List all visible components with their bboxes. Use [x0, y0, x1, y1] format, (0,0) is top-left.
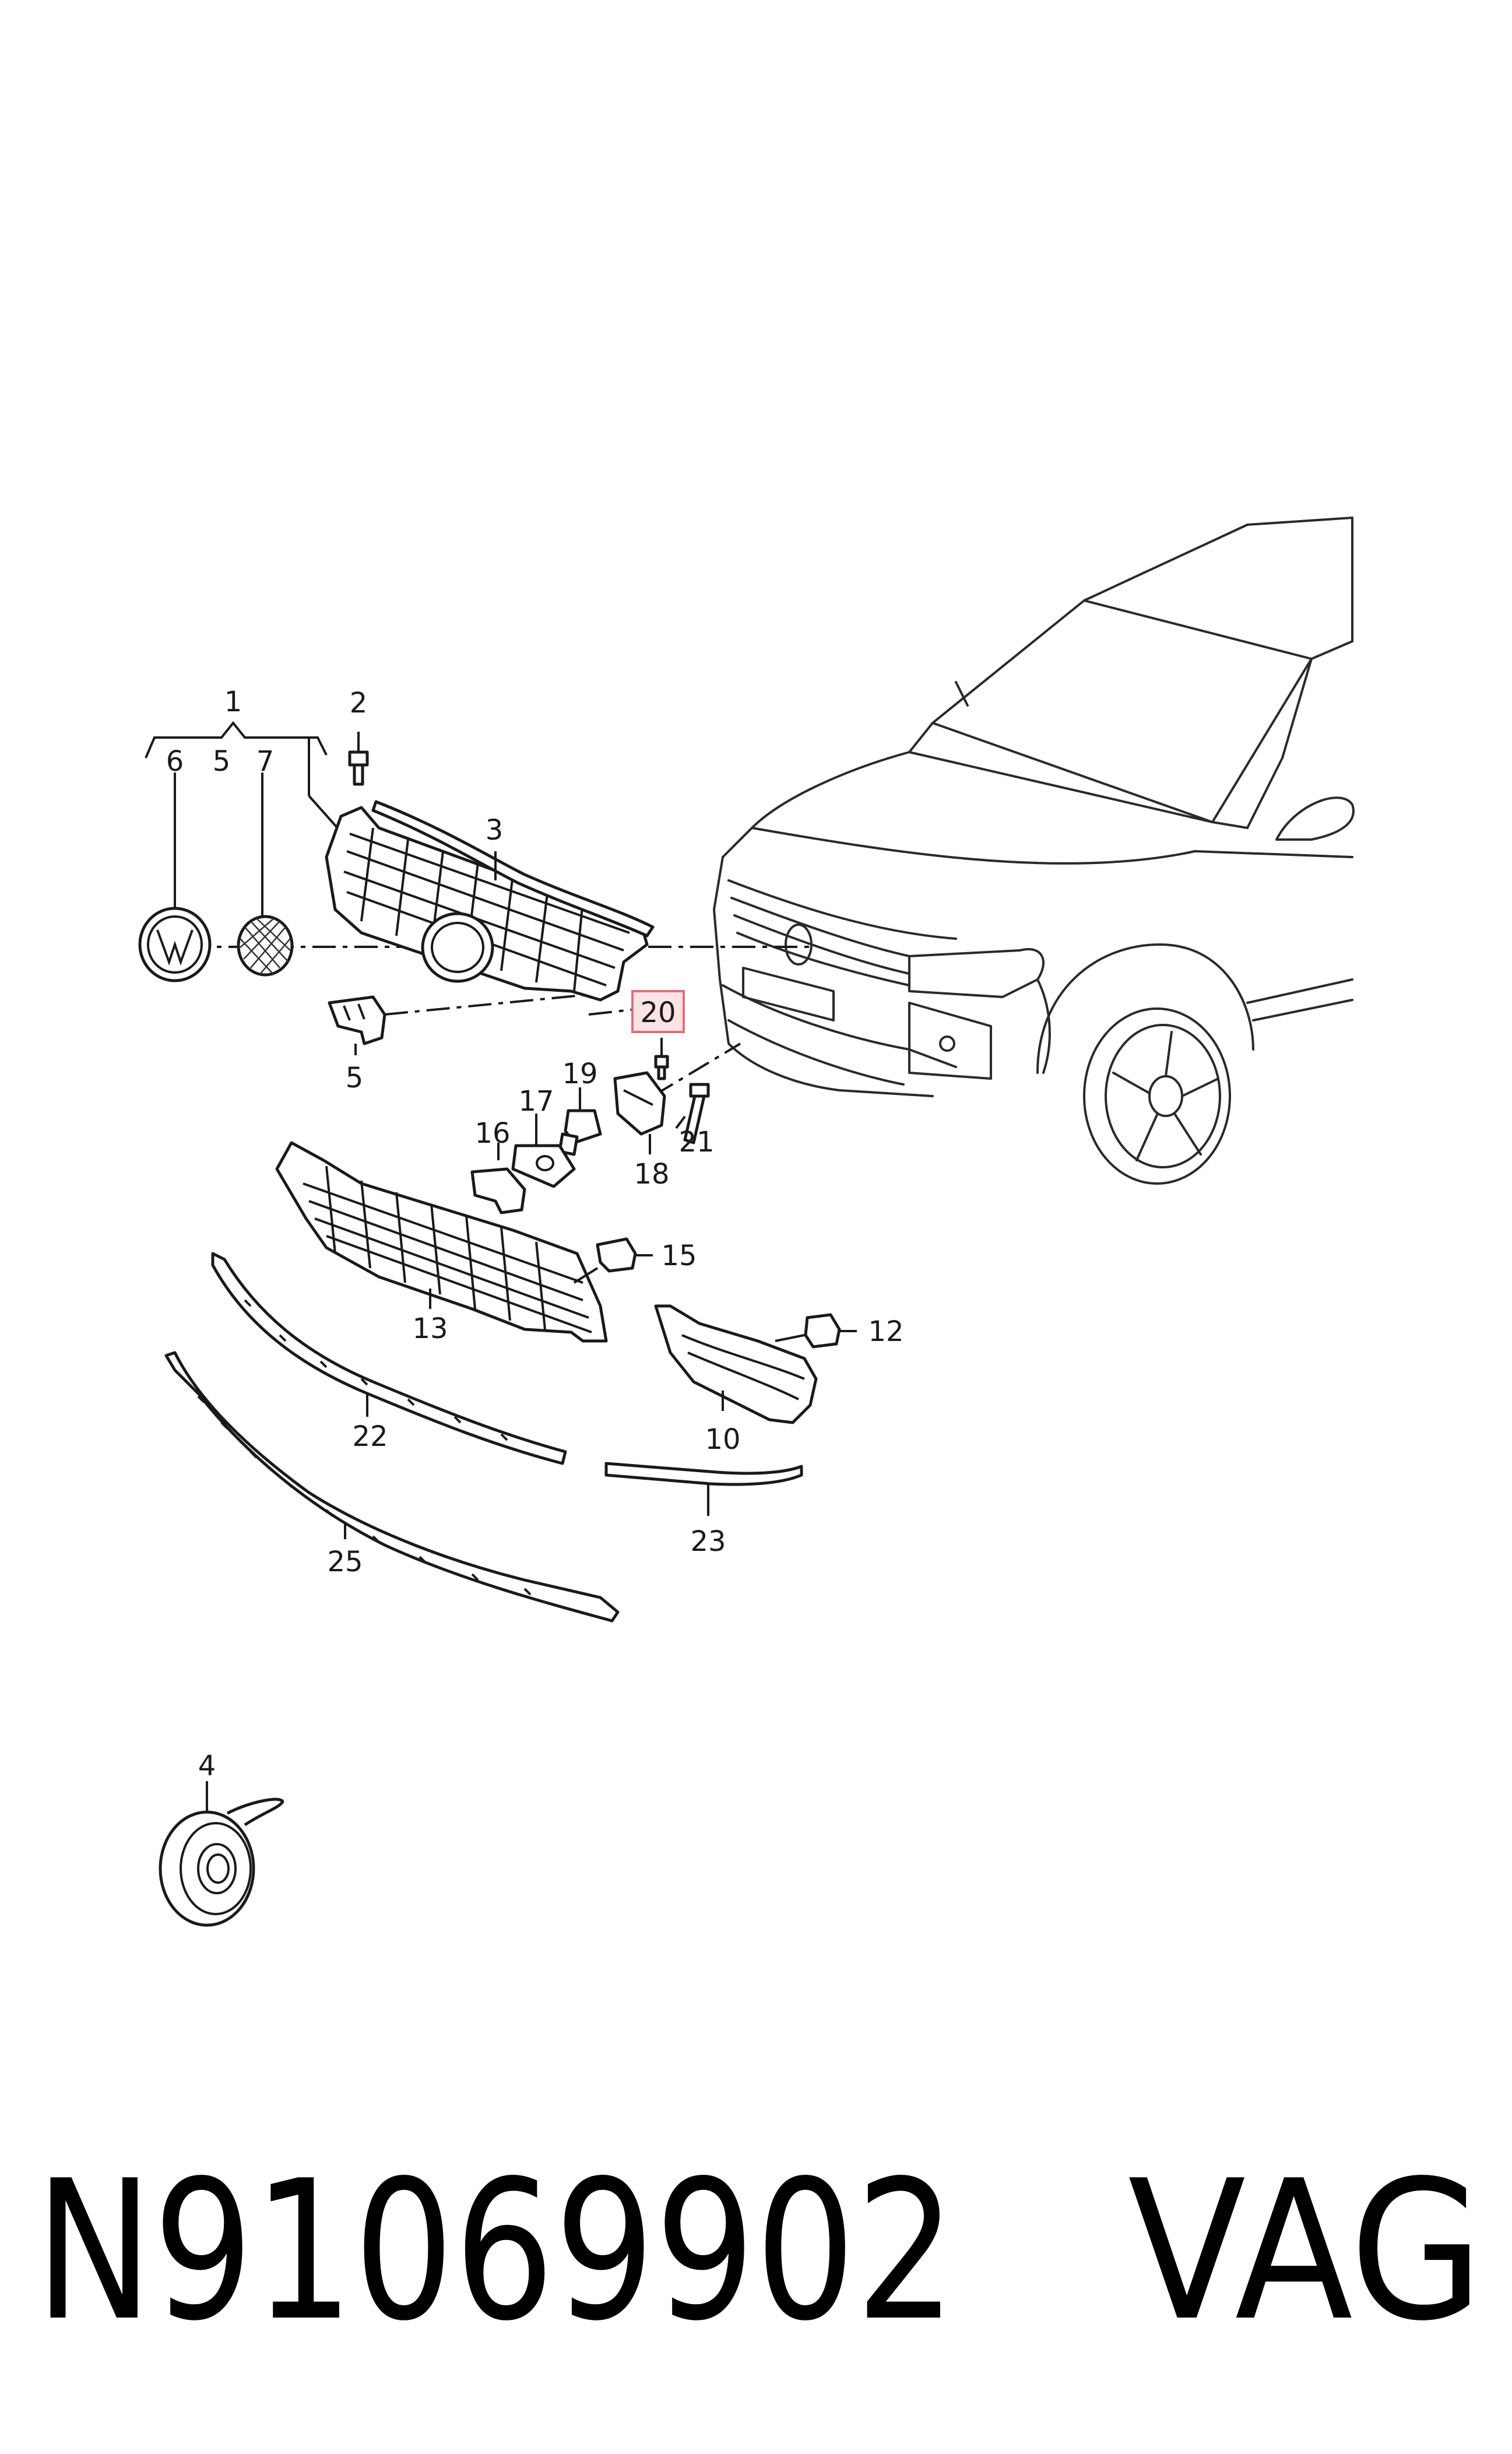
part-5-clip — [328, 995, 386, 1055]
callout-3: 3 — [486, 814, 504, 847]
callout-7: 7 — [256, 745, 275, 778]
callout-5-clip: 5 — [346, 1062, 364, 1094]
vehicle-front-illustration — [713, 517, 1355, 1185]
part-3-trim-strip — [371, 800, 655, 938]
part-12-clip — [804, 1313, 857, 1349]
callout-numbers: 1 2 3 4 5 5 6 7 10 12 13 15 16 17 18 19 … — [166, 686, 904, 1782]
part-6-vw-emblem — [138, 773, 212, 982]
part-number-caption: N91069902 — [35, 2139, 956, 2363]
callout-19: 19 — [562, 1058, 597, 1090]
callout-18: 18 — [634, 1158, 669, 1191]
part-4-tape-roll — [159, 1781, 284, 1927]
part-18-bracket — [613, 1071, 666, 1154]
callout-15: 15 — [661, 1240, 697, 1272]
callout-5-top: 5 — [213, 745, 231, 778]
callout-10: 10 — [705, 1423, 740, 1456]
callout-2: 2 — [350, 687, 368, 719]
part-21-bolt — [675, 1083, 710, 1145]
callout-20-highlight — [631, 990, 685, 1033]
callout-12: 12 — [868, 1315, 903, 1348]
part-20-bolt — [654, 1038, 669, 1080]
part-7-mesh-cover — [237, 773, 294, 977]
part-22-trim-strip — [211, 1252, 567, 1465]
callout-1: 1 — [224, 686, 242, 718]
callout-17: 17 — [518, 1085, 554, 1118]
part-13-lower-grille — [275, 1141, 608, 1343]
part-17-holder — [511, 1114, 576, 1188]
part-25-lower-strip — [164, 1351, 620, 1623]
part-2-bolt — [348, 732, 369, 786]
part-10-side-grille — [654, 1304, 818, 1424]
callout-20: 20 — [640, 996, 676, 1029]
brand-caption: VAG — [1128, 2139, 1483, 2363]
callout-23: 23 — [690, 1525, 726, 1558]
part-15-clip — [573, 1237, 653, 1284]
callout-16: 16 — [474, 1117, 510, 1150]
callout-25: 25 — [327, 1546, 363, 1578]
callout-21: 21 — [678, 1126, 714, 1158]
part-1-upper-grille — [325, 806, 649, 1002]
callout-13: 13 — [412, 1312, 448, 1345]
callout-4: 4 — [198, 1750, 216, 1782]
part-23-side-strip — [604, 1462, 803, 1516]
callout-22: 22 — [352, 1420, 388, 1453]
part-19-sensor — [558, 1087, 602, 1156]
group-bracket — [145, 721, 357, 849]
callout-6: 6 — [166, 745, 184, 778]
part-16-clip — [470, 1143, 526, 1214]
